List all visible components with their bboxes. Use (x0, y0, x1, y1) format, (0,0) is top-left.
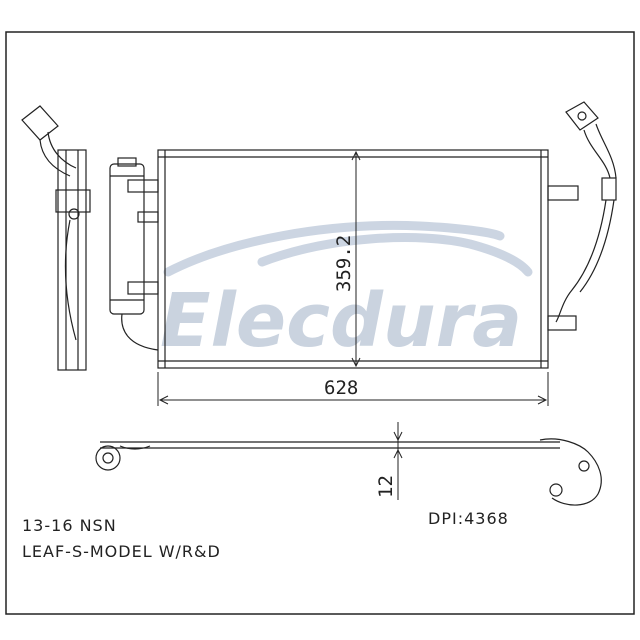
right-side-bracket (547, 101, 617, 331)
model-name-caption: LEAF-S-MODEL W/R&D (22, 542, 221, 561)
receiver-drier (109, 157, 159, 351)
watermark-swoosh (163, 220, 533, 277)
left-side-bracket (21, 105, 91, 371)
thickness-dimension-label: 12 (375, 475, 397, 498)
model-year-caption: 13-16 NSN (22, 516, 117, 535)
width-dimension-label: 628 (324, 377, 358, 399)
height-dimension-label: 359.2 (333, 235, 355, 292)
thickness-dimension (393, 422, 403, 500)
height-dimension (351, 150, 361, 368)
dpi-caption: DPI:4368 (428, 509, 509, 528)
drawing-frame (5, 31, 635, 615)
width-dimension (157, 372, 549, 406)
watermark-text: Elecdura (160, 278, 522, 364)
bottom-view (95, 438, 602, 506)
